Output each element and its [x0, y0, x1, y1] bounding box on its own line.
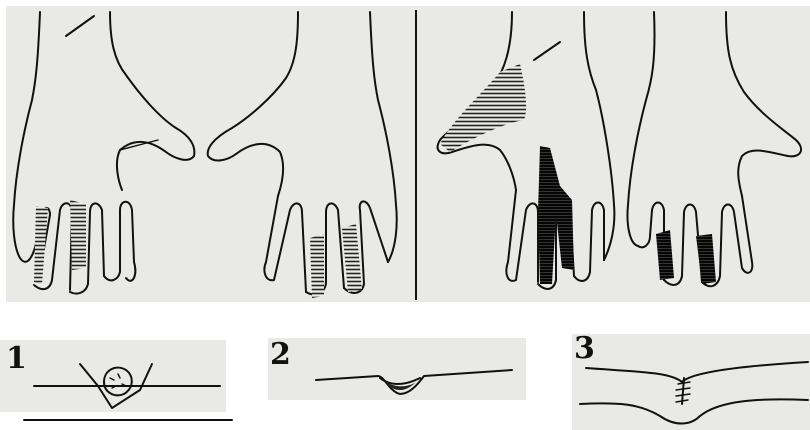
step-label-2: 2 — [270, 340, 291, 370]
step-3-sketch — [580, 362, 808, 424]
left-panel-left-hand — [13, 12, 194, 294]
left-panel-right-hand — [208, 12, 397, 298]
right-panel-right-hand — [627, 12, 801, 286]
step-label-3: 3 — [574, 334, 595, 364]
step-1-sketch — [24, 364, 232, 420]
right-panel-left-hand — [438, 12, 615, 289]
step-label-1: 1 — [6, 344, 27, 374]
step-2-sketch — [316, 370, 512, 394]
